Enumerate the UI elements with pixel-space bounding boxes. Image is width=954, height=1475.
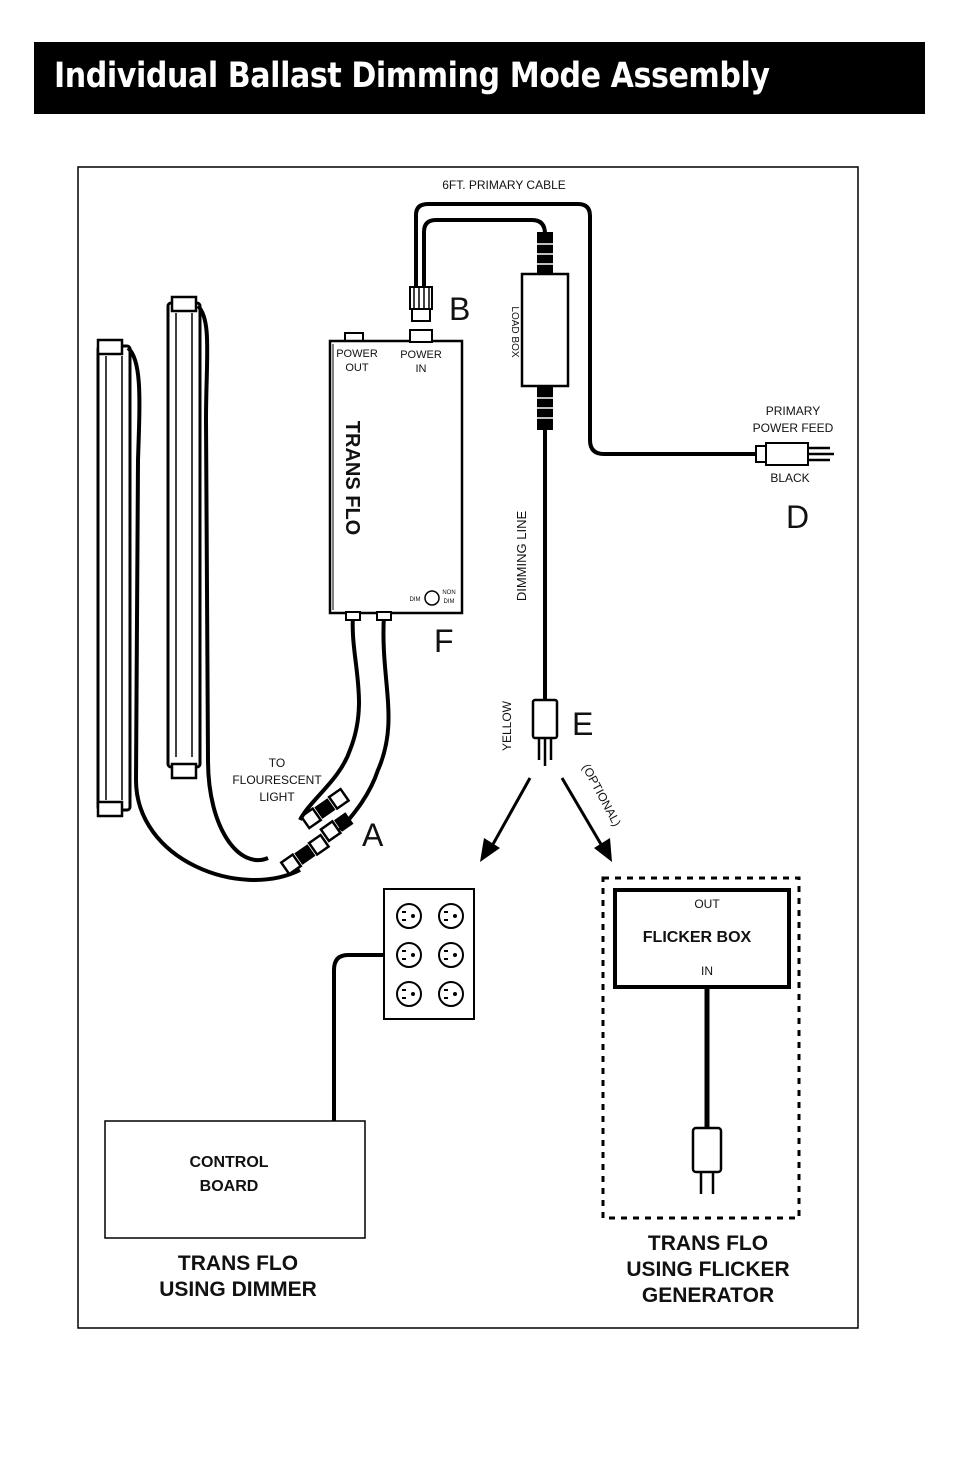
letter-d: D bbox=[786, 499, 809, 535]
arrow-to-dimmer bbox=[480, 777, 532, 862]
to-light-label-3: LIGHT bbox=[259, 790, 295, 804]
outlet-receptacle bbox=[396, 942, 422, 968]
power-in-label-1: POWER bbox=[400, 349, 442, 361]
power-in-label-2: IN bbox=[416, 363, 427, 375]
letter-e: E bbox=[572, 706, 593, 742]
non-dim-label-1: NON bbox=[442, 590, 455, 596]
non-dim-label-2: DIM bbox=[444, 599, 455, 605]
dimmer-caption-2: USING DIMMER bbox=[159, 1278, 317, 1301]
connector-pair-lower bbox=[279, 833, 331, 876]
yellow-label: YELLOW bbox=[500, 700, 514, 751]
fluorescent-tube-right bbox=[166, 295, 202, 780]
outlet-receptacle bbox=[438, 942, 464, 968]
letter-f: F bbox=[434, 623, 454, 659]
tube-cable-right bbox=[196, 304, 269, 862]
transflo-unit bbox=[328, 332, 464, 621]
arrow-to-flicker bbox=[560, 777, 612, 862]
flicker-out-label: OUT bbox=[694, 897, 720, 911]
optional-dashed-frame bbox=[601, 876, 801, 1220]
flicker-box-label: FLICKER BOX bbox=[643, 929, 752, 946]
flicker-in-label: IN bbox=[701, 964, 713, 978]
dimming-line-label: DIMMING LINE bbox=[514, 511, 529, 602]
flicker-plug bbox=[691, 1126, 723, 1194]
dimmer-caption-1: TRANS FLO bbox=[178, 1252, 298, 1275]
primary-feed-label-2: POWER FEED bbox=[753, 421, 834, 435]
black-label: BLACK bbox=[770, 471, 809, 485]
page-title: Individual Ballast Dimming Mode Assembly bbox=[54, 56, 770, 96]
outlet-receptacle bbox=[438, 903, 464, 929]
letter-b: B bbox=[449, 291, 470, 327]
yellow-plug bbox=[531, 698, 559, 766]
fluorescent-tube-left bbox=[96, 338, 132, 818]
primary-cable-label: 6FT. PRIMARY CABLE bbox=[442, 178, 566, 192]
dim-switch-label: DIM bbox=[410, 597, 421, 603]
connector-pair-middle bbox=[319, 812, 354, 843]
tube-cable-left bbox=[126, 346, 301, 882]
output-cable-2 bbox=[338, 614, 391, 832]
flicker-caption-1: TRANS FLO bbox=[648, 1232, 768, 1255]
letter-a: A bbox=[362, 817, 384, 853]
load-box-label: LOAD BOX bbox=[509, 306, 520, 357]
transflo-label: TRANS FLO bbox=[341, 421, 363, 535]
control-board-label-1: CONTROL bbox=[189, 1154, 268, 1171]
control-board-cable bbox=[332, 953, 384, 1122]
primary-power-feed-plug bbox=[755, 442, 834, 466]
outlet-grid bbox=[396, 903, 464, 1007]
flicker-box bbox=[613, 888, 791, 989]
control-board bbox=[104, 1120, 366, 1239]
outlet-receptacle bbox=[438, 981, 464, 1007]
power-out-label-2: OUT bbox=[345, 362, 369, 374]
load-box bbox=[520, 232, 570, 430]
power-out-label-1: POWER bbox=[336, 348, 378, 360]
outlet-receptacle bbox=[396, 903, 422, 929]
output-cable-1 bbox=[298, 614, 361, 821]
to-light-label-2: FLOURESCENT bbox=[232, 773, 322, 787]
to-light-label-1: TO bbox=[269, 756, 285, 770]
flicker-caption-3: GENERATOR bbox=[642, 1284, 774, 1307]
header-bar: Individual Ballast Dimming Mode Assembly bbox=[34, 42, 925, 114]
dim-switch bbox=[424, 590, 440, 606]
primary-cable-inner bbox=[422, 218, 547, 287]
primary-feed-label-1: PRIMARY bbox=[766, 404, 820, 418]
outlet-receptacle bbox=[396, 981, 422, 1007]
control-board-label-2: BOARD bbox=[200, 1178, 259, 1195]
power-in-plug bbox=[409, 286, 433, 343]
primary-cable-outer bbox=[414, 202, 758, 456]
flicker-caption-2: USING FLICKER bbox=[626, 1258, 789, 1281]
diagram-frame bbox=[77, 166, 859, 1329]
